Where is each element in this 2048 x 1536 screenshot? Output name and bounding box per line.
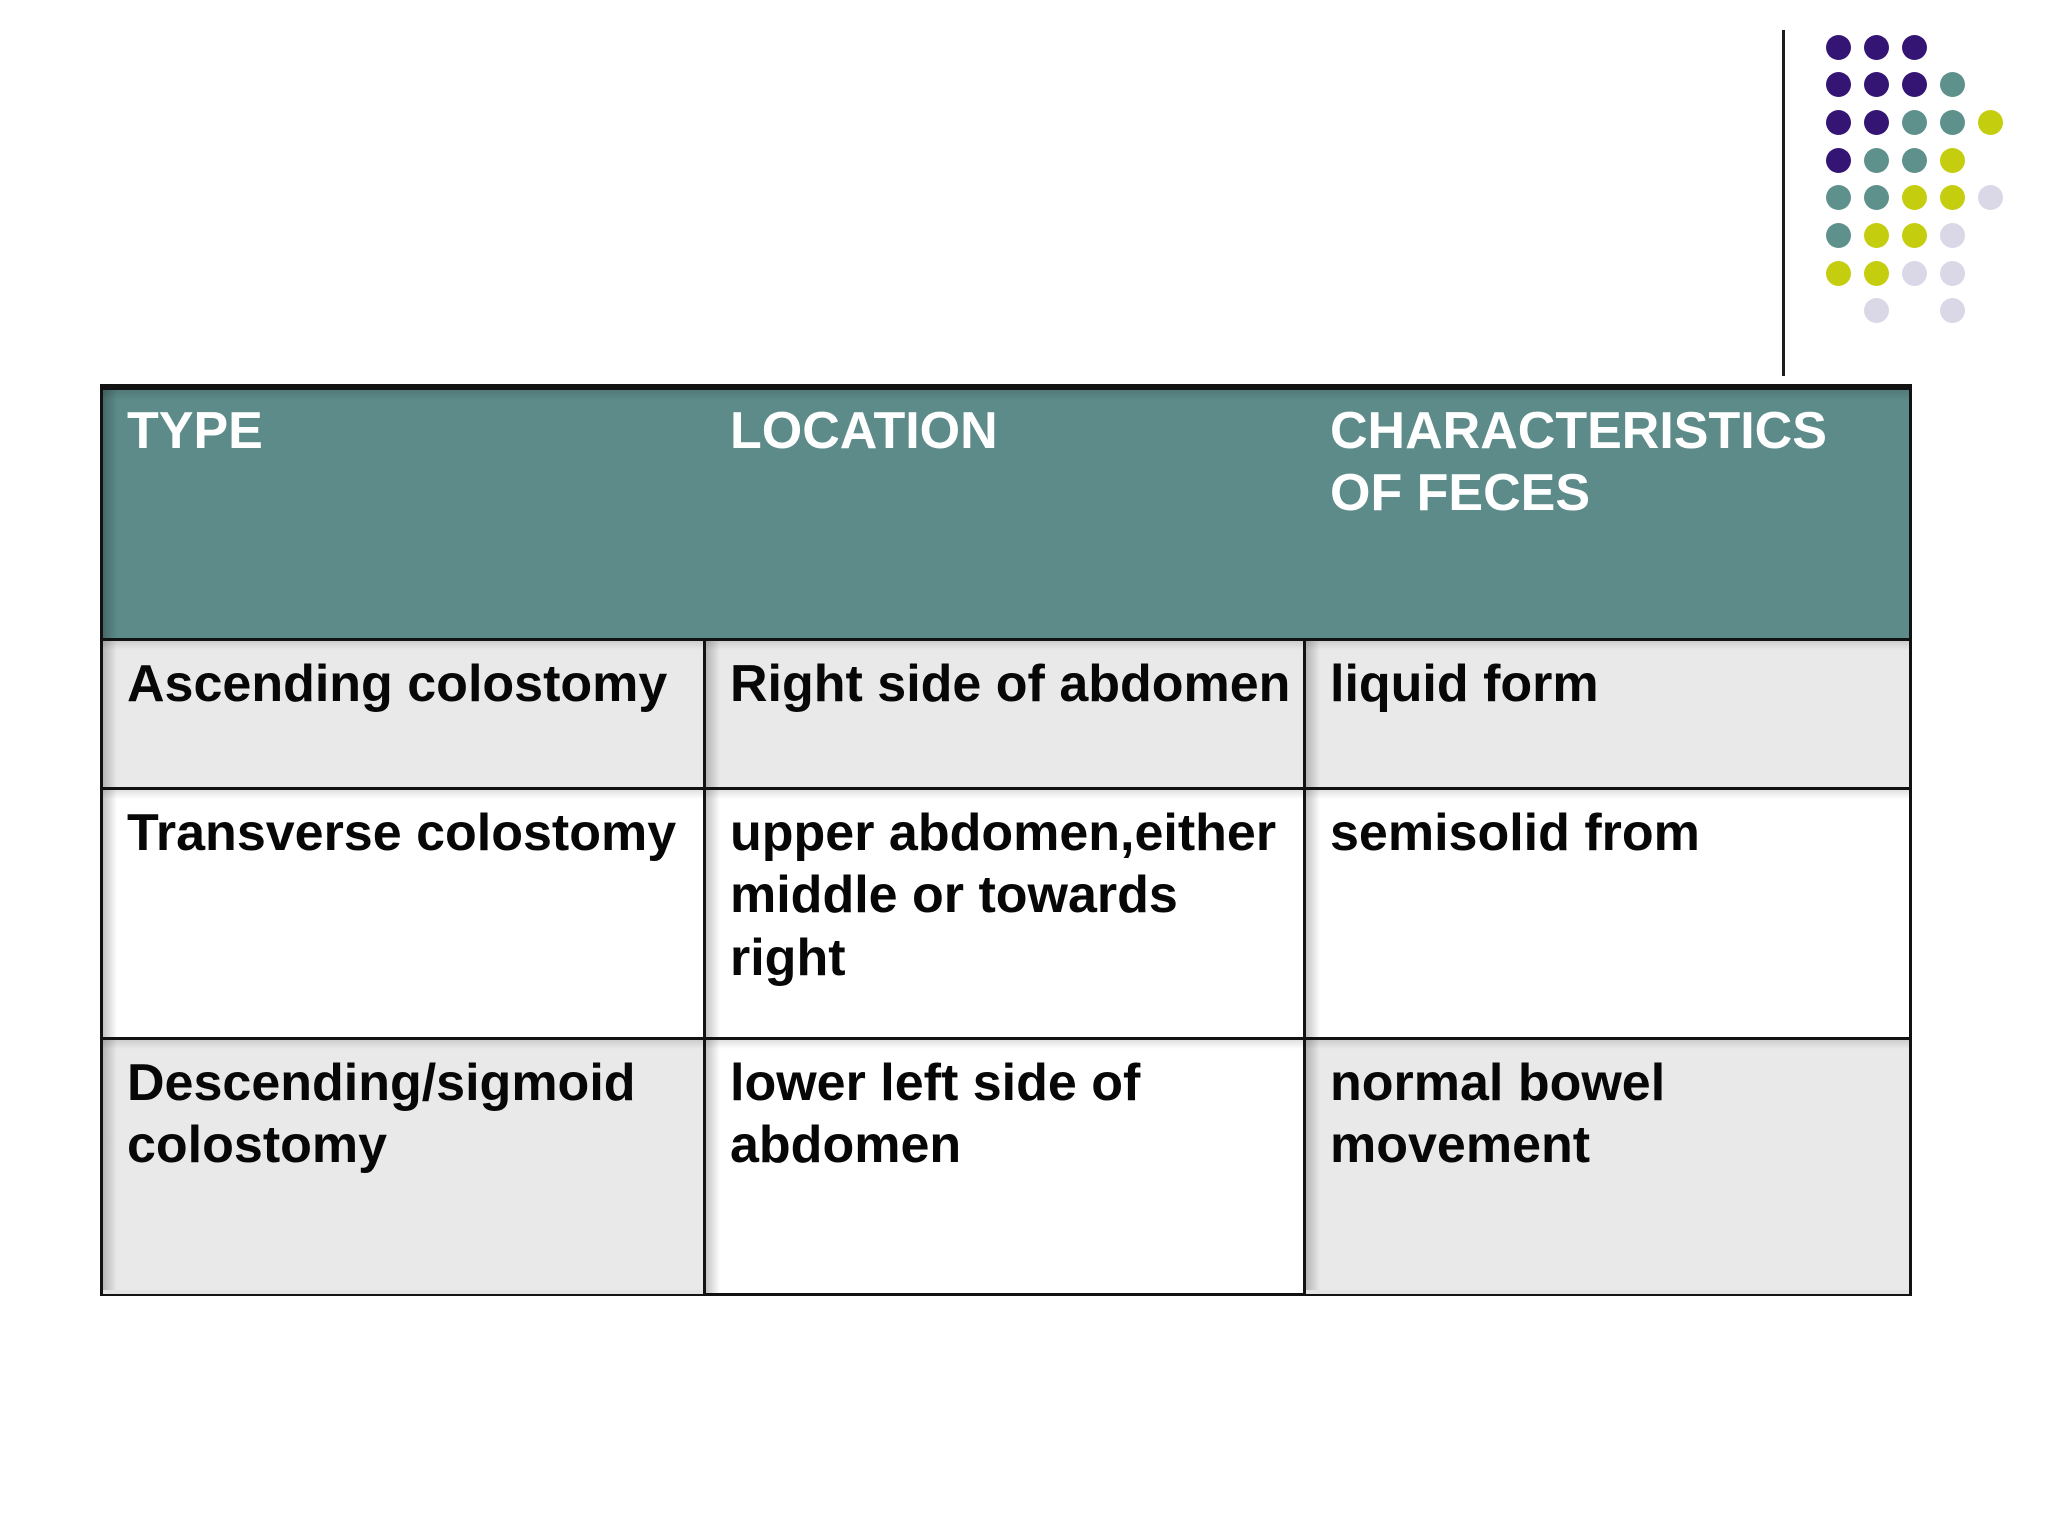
decorative-dot [1864, 185, 1889, 211]
decorative-dot [1826, 72, 1851, 98]
decorative-dot [1902, 72, 1927, 98]
decorative-dot [1902, 260, 1927, 286]
decorative-dot [1864, 109, 1889, 135]
decorative-dot [1864, 298, 1889, 324]
decorative-dot [1978, 185, 2003, 211]
cell-row2-type: Transverse colostomy [103, 790, 703, 1037]
cell-row2-location: upper abdomen,either middle or towards r… [706, 790, 1303, 1037]
colostomy-types-table: TYPE LOCATION CHARACTERISTICS OF FECES A… [100, 384, 1912, 1296]
decorative-dot [1940, 298, 1965, 324]
decorative-dot [1864, 260, 1889, 286]
table-header-row: TYPE LOCATION CHARACTERISTICS OF FECES [103, 390, 1909, 638]
decorative-dot [1826, 109, 1851, 135]
decorative-dot [1826, 147, 1851, 173]
decorative-dot [1826, 185, 1851, 211]
cell-row3-type: Descending/sigmoid colostomy [103, 1040, 703, 1296]
decorative-vertical-line [1782, 30, 1785, 376]
decorative-dot [1940, 109, 1965, 135]
column-header-location: LOCATION [730, 402, 998, 460]
decorative-dot [1940, 147, 1965, 173]
cell-row1-type: Ascending colostomy [103, 641, 703, 787]
decorative-dot [1864, 72, 1889, 98]
decorative-dot [1902, 109, 1927, 135]
column-header-type: TYPE [127, 402, 263, 460]
decorative-dot [1940, 72, 1965, 98]
cell-row1-characteristics: liquid form [1306, 641, 1909, 787]
decorative-dot [1902, 34, 1927, 60]
cell-row3-characteristics: normal bowel movement [1306, 1040, 1909, 1296]
decorative-dot [1902, 147, 1927, 173]
decorative-dot [1826, 260, 1851, 286]
decorative-dot [1826, 34, 1851, 60]
decorative-dot [1864, 223, 1889, 248]
cell-row3-location: lower left side of abdomen [706, 1040, 1303, 1296]
cell-row1-location: Right side of abdomen [706, 641, 1303, 787]
decorative-dot [1864, 147, 1889, 173]
column-header-characteristics-of-feces: CHARACTERISTICS OF FECES [1330, 402, 1827, 523]
decorative-dot [1864, 34, 1889, 60]
decorative-dot [1902, 185, 1927, 211]
cell-row2-characteristics: semisolid from [1306, 790, 1909, 1037]
decorative-dot [1940, 260, 1965, 286]
decorative-dot [1940, 223, 1965, 248]
decorative-dot [1902, 223, 1927, 248]
decorative-dot [1978, 109, 2003, 135]
decorative-dot [1826, 223, 1851, 248]
decorative-dot [1940, 185, 1965, 211]
